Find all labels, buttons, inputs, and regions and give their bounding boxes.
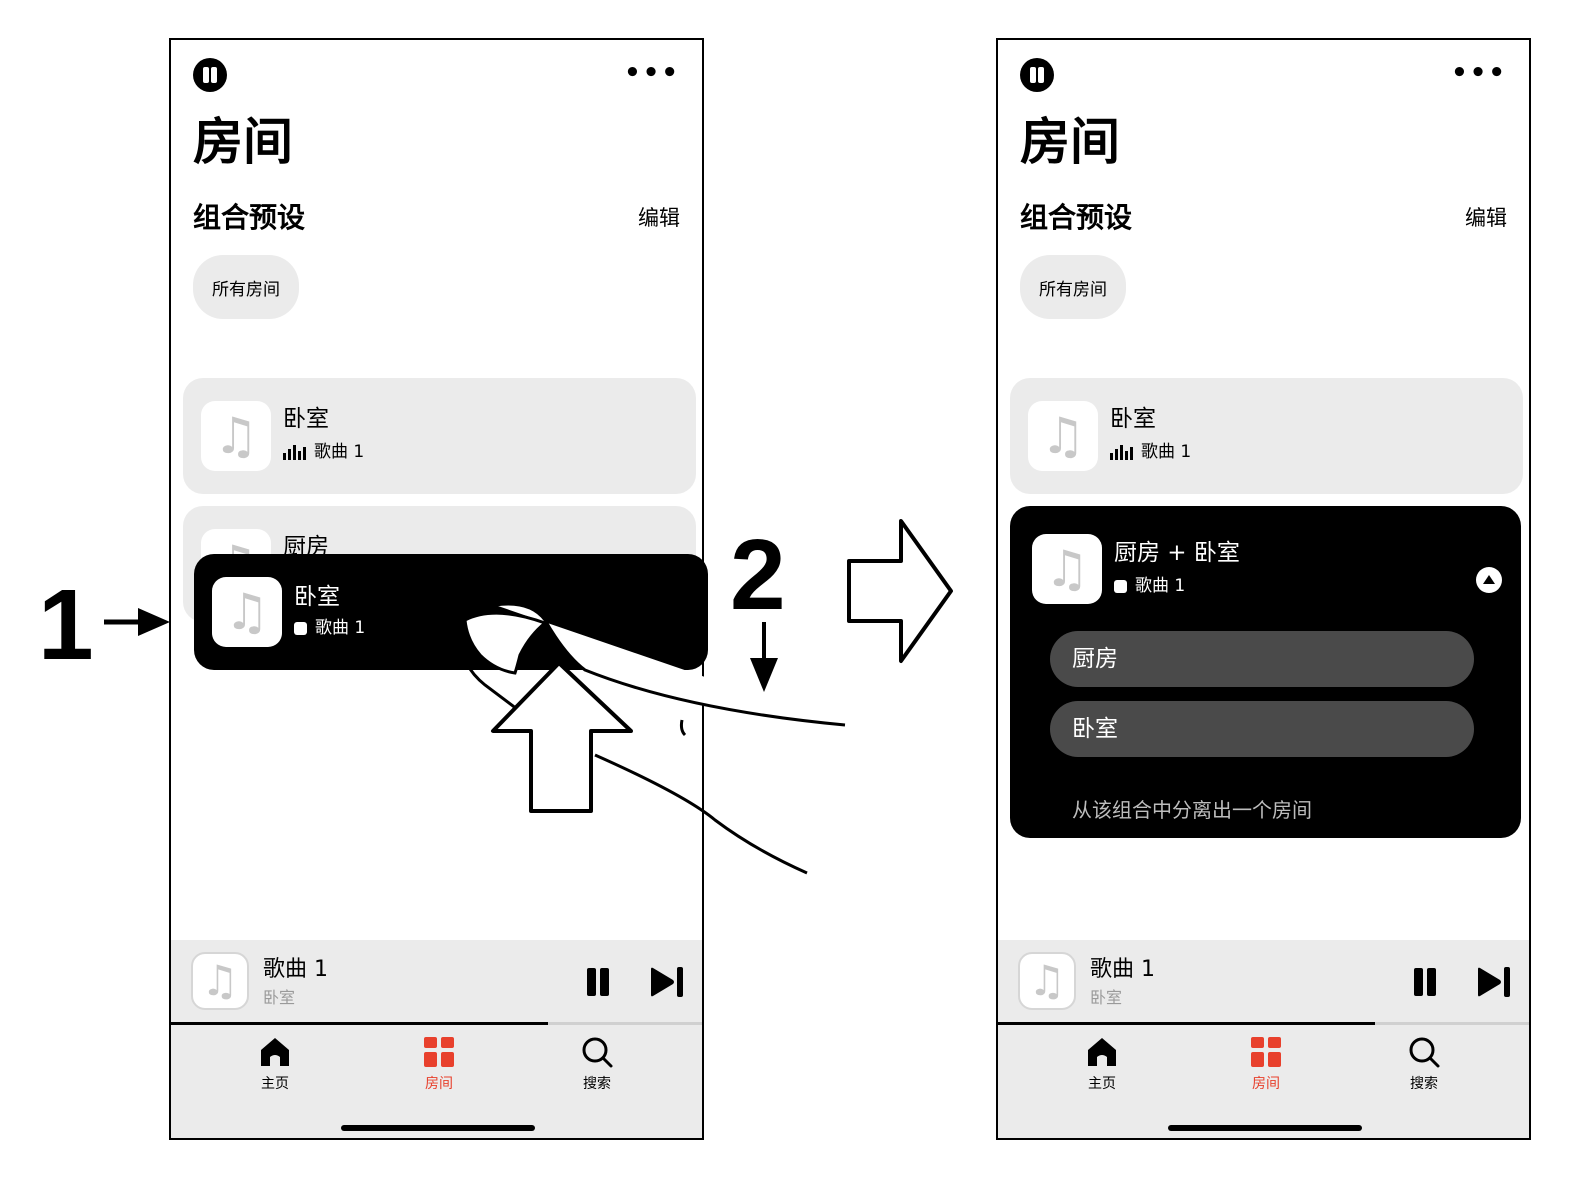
mini-player-room: 卧室 [263, 988, 296, 1007]
tab-bar: 主页 房间 搜索 [998, 1025, 1529, 1138]
room-card-bedroom[interactable]: ♫ 卧室 歌曲 1 [1010, 378, 1523, 494]
skip-forward-icon[interactable] [649, 966, 685, 998]
arrow-right-icon [104, 608, 170, 636]
room-track: 歌曲 1 [1141, 442, 1192, 462]
room-card-bedroom[interactable]: ♫ 卧室 歌曲 1 [183, 378, 696, 494]
more-options-icon[interactable]: ••• [624, 58, 680, 88]
mini-player[interactable]: ♫ 歌曲 1 卧室 [998, 940, 1529, 1024]
collapse-icon[interactable] [1475, 566, 1503, 594]
pause-button[interactable] [1412, 968, 1438, 996]
playback-progress-fill [171, 1022, 548, 1025]
group-hint-text: 从该组合中分离出一个房间 [1072, 798, 1312, 822]
edit-button[interactable]: 编辑 [1465, 206, 1507, 230]
room-track: 歌曲 1 [314, 442, 365, 462]
music-note-icon: ♫ [1032, 534, 1102, 604]
stop-icon [294, 621, 307, 635]
finger-drag-illustration [458, 602, 846, 875]
page-title: 房间 [193, 113, 293, 171]
tab-rooms[interactable]: 房间 [1226, 1035, 1306, 1093]
skip-forward-icon[interactable] [1476, 966, 1512, 998]
home-indicator [341, 1125, 535, 1131]
rooms-icon [1251, 1037, 1281, 1067]
playback-progress-fill [998, 1022, 1375, 1025]
tab-search[interactable]: 搜索 [557, 1035, 637, 1093]
now-playing-status-icon[interactable] [193, 58, 227, 92]
room-status: 歌曲 1 [294, 616, 365, 640]
preset-chip-all-rooms[interactable]: 所有房间 [193, 255, 299, 319]
mini-player-title: 歌曲 1 [263, 957, 328, 982]
music-note-icon: ♫ [191, 952, 249, 1010]
group-status: 歌曲 1 [1114, 574, 1185, 598]
big-arrow-right-icon [847, 519, 953, 663]
preset-chip-all-rooms[interactable]: 所有房间 [1020, 255, 1126, 319]
mini-player[interactable]: ♫ 歌曲 1 卧室 [171, 940, 702, 1024]
phone-screen-after: ••• 房间 组合预设 编辑 所有房间 ♫ 卧室 歌曲 1 ♫ 厨房 + 卧室 … [996, 38, 1531, 1140]
group-member-kitchen[interactable]: 厨房 [1050, 631, 1474, 687]
step-number-2: 2 [730, 519, 786, 631]
tab-label: 房间 [425, 1076, 453, 1092]
tab-bar: 主页 房间 搜索 [171, 1025, 702, 1138]
home-icon [261, 1038, 289, 1066]
stop-icon [1114, 579, 1127, 593]
tab-home[interactable]: 主页 [1062, 1035, 1142, 1093]
room-name: 卧室 [283, 406, 329, 432]
equalizer-icon [1110, 444, 1133, 460]
rooms-icon [424, 1037, 454, 1067]
more-options-icon[interactable]: ••• [1451, 58, 1507, 88]
room-name: 卧室 [1110, 406, 1156, 432]
tab-label: 搜索 [583, 1076, 611, 1092]
playback-progress [171, 1022, 702, 1025]
tab-label: 搜索 [1410, 1076, 1438, 1092]
room-status: 歌曲 1 [1110, 440, 1191, 464]
group-track: 歌曲 1 [1135, 576, 1186, 596]
music-note-icon: ♫ [1028, 401, 1098, 471]
step-number-1: 1 [38, 569, 94, 681]
tab-rooms[interactable]: 房间 [399, 1035, 479, 1093]
page-title: 房间 [1020, 113, 1120, 171]
equalizer-icon [283, 444, 306, 460]
tab-label: 主页 [1088, 1076, 1116, 1092]
tab-label: 主页 [261, 1076, 289, 1092]
pause-button[interactable] [585, 968, 611, 996]
room-track: 歌曲 1 [315, 618, 366, 638]
mini-player-room: 卧室 [1090, 988, 1123, 1007]
tab-label: 房间 [1252, 1076, 1280, 1092]
group-member-bedroom[interactable]: 卧室 [1050, 701, 1474, 757]
home-indicator [1168, 1125, 1362, 1131]
home-icon [1088, 1038, 1116, 1066]
mini-player-title: 歌曲 1 [1090, 957, 1155, 982]
group-card[interactable]: ♫ 厨房 + 卧室 歌曲 1 厨房 卧室 从该组合中分离出一个房间 [1010, 506, 1521, 838]
room-status: 歌曲 1 [283, 440, 364, 464]
search-icon [1409, 1037, 1440, 1068]
tab-search[interactable]: 搜索 [1384, 1035, 1464, 1093]
tab-home[interactable]: 主页 [235, 1035, 315, 1093]
search-icon [582, 1037, 613, 1068]
now-playing-status-icon[interactable] [1020, 58, 1054, 92]
room-name: 卧室 [294, 584, 340, 610]
music-note-icon: ♫ [212, 577, 282, 647]
section-title: 组合预设 [193, 201, 306, 234]
group-name: 厨房 + 卧室 [1114, 540, 1240, 566]
music-note-icon: ♫ [1018, 952, 1076, 1010]
playback-progress [998, 1022, 1529, 1025]
edit-button[interactable]: 编辑 [638, 206, 680, 230]
music-note-icon: ♫ [201, 401, 271, 471]
section-title: 组合预设 [1020, 201, 1133, 234]
arrow-down-icon [750, 622, 778, 692]
